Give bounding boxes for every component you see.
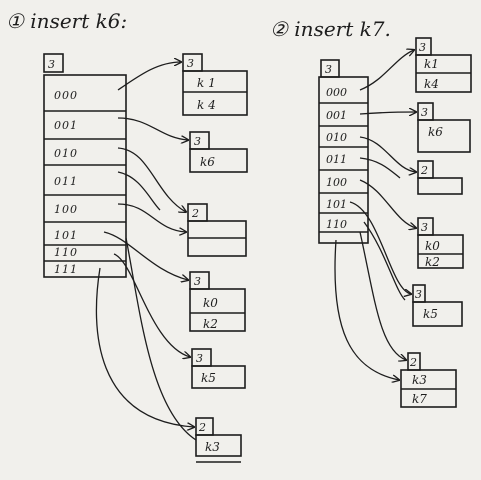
bucket: 3 k1 k4 [415, 37, 472, 93]
bucket-local-depth: 3 [194, 275, 201, 288]
bucket: 3 k5 [191, 348, 246, 389]
panel-title: ① insert k6: [6, 9, 127, 33]
bucket: 3 k5 [412, 284, 463, 327]
bucket: 2 [187, 203, 247, 257]
directory-entry: 100 [326, 176, 347, 189]
directory: 000 001 010 011 100 101 110 [318, 76, 369, 244]
bucket-local-depth: 3 [194, 135, 201, 148]
global-depth-box: 3 [320, 59, 340, 78]
directory-entry: 001 [326, 109, 347, 122]
bucket-key: k6 [428, 125, 443, 139]
bucket-key: k3 [205, 440, 220, 454]
directory-entry: 011 [326, 153, 347, 166]
directory-entry: 000 [54, 89, 78, 102]
panel-insert-k7: ② insert k7. 3 000 001 010 011 100 101 1… [270, 17, 472, 408]
bucket-key: k6 [200, 155, 215, 169]
bucket-key: k3 [412, 373, 427, 387]
bucket-local-depth: 3 [196, 352, 203, 365]
bucket-key: k 1 [197, 76, 216, 90]
directory-entry: 110 [326, 218, 347, 231]
bucket-local-depth: 2 [409, 356, 417, 369]
bucket-key: k2 [203, 317, 218, 331]
bucket-key: k5 [201, 371, 216, 385]
bucket: 2 [417, 160, 463, 195]
bucket: 3 k 1 k 4 [182, 53, 248, 116]
bucket: 3 k0 k2 [189, 271, 246, 332]
bucket: 3 k6 [417, 102, 471, 153]
directory-entry: 000 [326, 86, 347, 99]
bucket-key: k0 [425, 239, 440, 253]
bucket-key: k0 [203, 296, 218, 310]
panel-title: ② insert k7. [270, 17, 391, 41]
bucket-local-depth: 3 [415, 288, 422, 301]
bucket-key: k1 [424, 57, 439, 71]
directory-entry: 010 [326, 131, 347, 144]
bucket: 3 k0 k2 [417, 217, 464, 269]
bucket-key: k4 [424, 77, 439, 91]
directory-pointers [334, 50, 416, 380]
bucket: 2 k3 k7 [400, 352, 457, 408]
panel-insert-k6: ① insert k6: 3 000 001 010 011 100 101 1… [6, 9, 248, 463]
bucket-local-depth: 2 [198, 421, 206, 434]
bucket-key: k 4 [197, 98, 216, 112]
directory-entry: 010 [54, 147, 78, 160]
bucket-key: k5 [423, 307, 438, 321]
directory-entry: 111 [54, 263, 78, 276]
bucket-key: k2 [425, 255, 440, 269]
bucket-key: k7 [412, 392, 427, 406]
bucket-local-depth: 3 [421, 106, 428, 119]
bucket: 3 k6 [189, 131, 248, 173]
directory-entry: 101 [326, 198, 347, 211]
directory: 000 001 010 011 100 101 110 111 [43, 74, 127, 278]
global-depth-label: 3 [48, 58, 55, 71]
directory-entry: 101 [54, 229, 78, 242]
directory-entry: 001 [54, 119, 78, 132]
directory-entry: 110 [54, 246, 78, 259]
bucket-local-depth: 2 [420, 164, 428, 177]
bucket-local-depth: 3 [419, 41, 426, 54]
directory-pointers [95, 62, 197, 441]
directory-entry: 100 [54, 203, 78, 216]
bucket: 2 k3 [195, 417, 242, 463]
bucket-local-depth: 2 [191, 207, 199, 220]
global-depth-box: 3 [43, 53, 64, 73]
bucket-local-depth: 3 [187, 57, 194, 70]
directory-entry: 011 [54, 175, 78, 188]
bucket-local-depth: 3 [421, 221, 428, 234]
global-depth-label: 3 [325, 63, 332, 76]
